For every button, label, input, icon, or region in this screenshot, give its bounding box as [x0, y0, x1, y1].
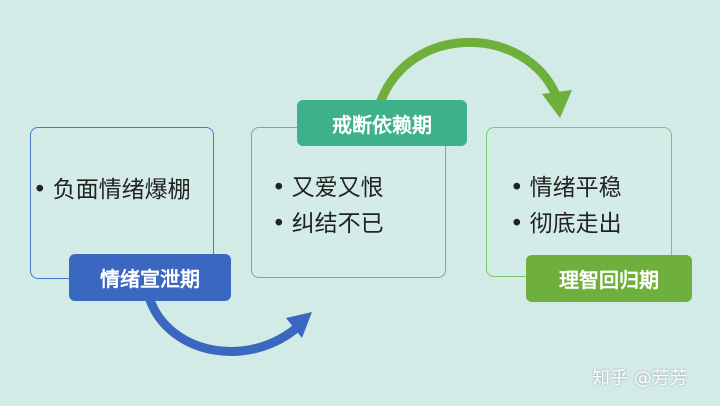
arrow-stage1-to-stage2: [145, 295, 305, 356]
watermark: 知乎 @芳芳: [592, 368, 688, 389]
stage-2-item: 又爱又恨: [272, 170, 384, 206]
stage-1-label: 情绪宣泄期: [69, 254, 231, 301]
stage-2-bullets: 又爱又恨 纠结不已: [272, 170, 384, 242]
stage-1-item: 负面情绪爆棚: [33, 172, 191, 208]
arrowhead-green: [542, 90, 572, 118]
stage-2-label: 戒断依赖期: [297, 100, 467, 146]
stage-2-item: 纠结不已: [272, 206, 384, 242]
arrowhead-blue: [286, 312, 312, 338]
stage-1-bullets: 负面情绪爆棚: [33, 172, 191, 208]
arrow-stage2-to-stage3: [375, 37, 561, 108]
stage-3-item: 彻底走出: [510, 206, 622, 242]
stage-3-label: 理智回归期: [526, 255, 692, 302]
stage-3-bullets: 情绪平稳 彻底走出: [510, 170, 622, 242]
stage-3-item: 情绪平稳: [510, 170, 622, 206]
